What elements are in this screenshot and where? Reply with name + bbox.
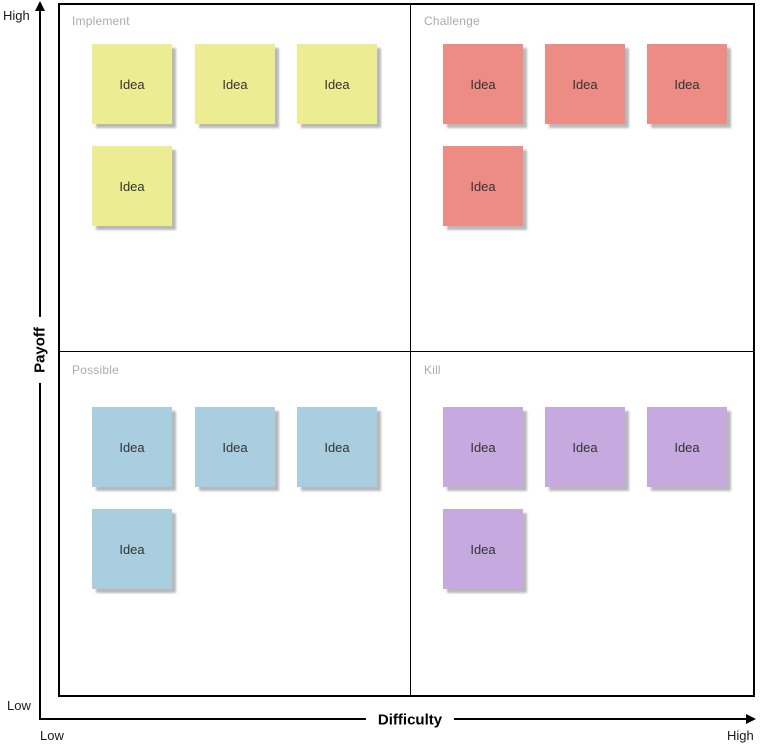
sticky-note-implement-3[interactable]: Idea — [297, 44, 377, 124]
horizontal-divider — [60, 351, 753, 352]
x-axis-title: Difficulty — [365, 711, 455, 729]
vertical-divider — [410, 5, 411, 695]
sticky-note-challenge-2[interactable]: Idea — [545, 44, 625, 124]
sticky-note-possible-2[interactable]: Idea — [195, 407, 275, 487]
sticky-note-challenge-1[interactable]: Idea — [443, 44, 523, 124]
sticky-note-kill-4[interactable]: Idea — [443, 509, 523, 589]
sticky-note-challenge-3[interactable]: Idea — [647, 44, 727, 124]
x-axis-high-label: High — [727, 728, 754, 743]
sticky-note-kill-2[interactable]: Idea — [545, 407, 625, 487]
quadrant-label-implement: Implement — [72, 14, 130, 28]
sticky-note-challenge-4[interactable]: Idea — [443, 146, 523, 226]
sticky-note-possible-4[interactable]: Idea — [92, 509, 172, 589]
y-axis-high-label: High — [3, 8, 30, 23]
sticky-note-implement-1[interactable]: Idea — [92, 44, 172, 124]
y-axis-title: Payoff — [31, 317, 49, 383]
sticky-note-kill-1[interactable]: Idea — [443, 407, 523, 487]
quadrant-grid: Implement Challenge Possible Kill Idea I… — [58, 3, 755, 697]
y-axis-low-label: Low — [7, 698, 31, 713]
y-axis-arrow-up-icon — [35, 1, 45, 11]
sticky-note-implement-2[interactable]: Idea — [195, 44, 275, 124]
sticky-note-kill-3[interactable]: Idea — [647, 407, 727, 487]
quadrant-label-possible: Possible — [72, 363, 119, 377]
sticky-note-implement-4[interactable]: Idea — [92, 146, 172, 226]
sticky-note-possible-3[interactable]: Idea — [297, 407, 377, 487]
quadrant-label-kill: Kill — [424, 363, 441, 377]
x-axis-low-label: Low — [40, 728, 64, 743]
x-axis-arrow-right-icon — [746, 714, 756, 724]
quadrant-label-challenge: Challenge — [424, 14, 480, 28]
sticky-note-possible-1[interactable]: Idea — [92, 407, 172, 487]
